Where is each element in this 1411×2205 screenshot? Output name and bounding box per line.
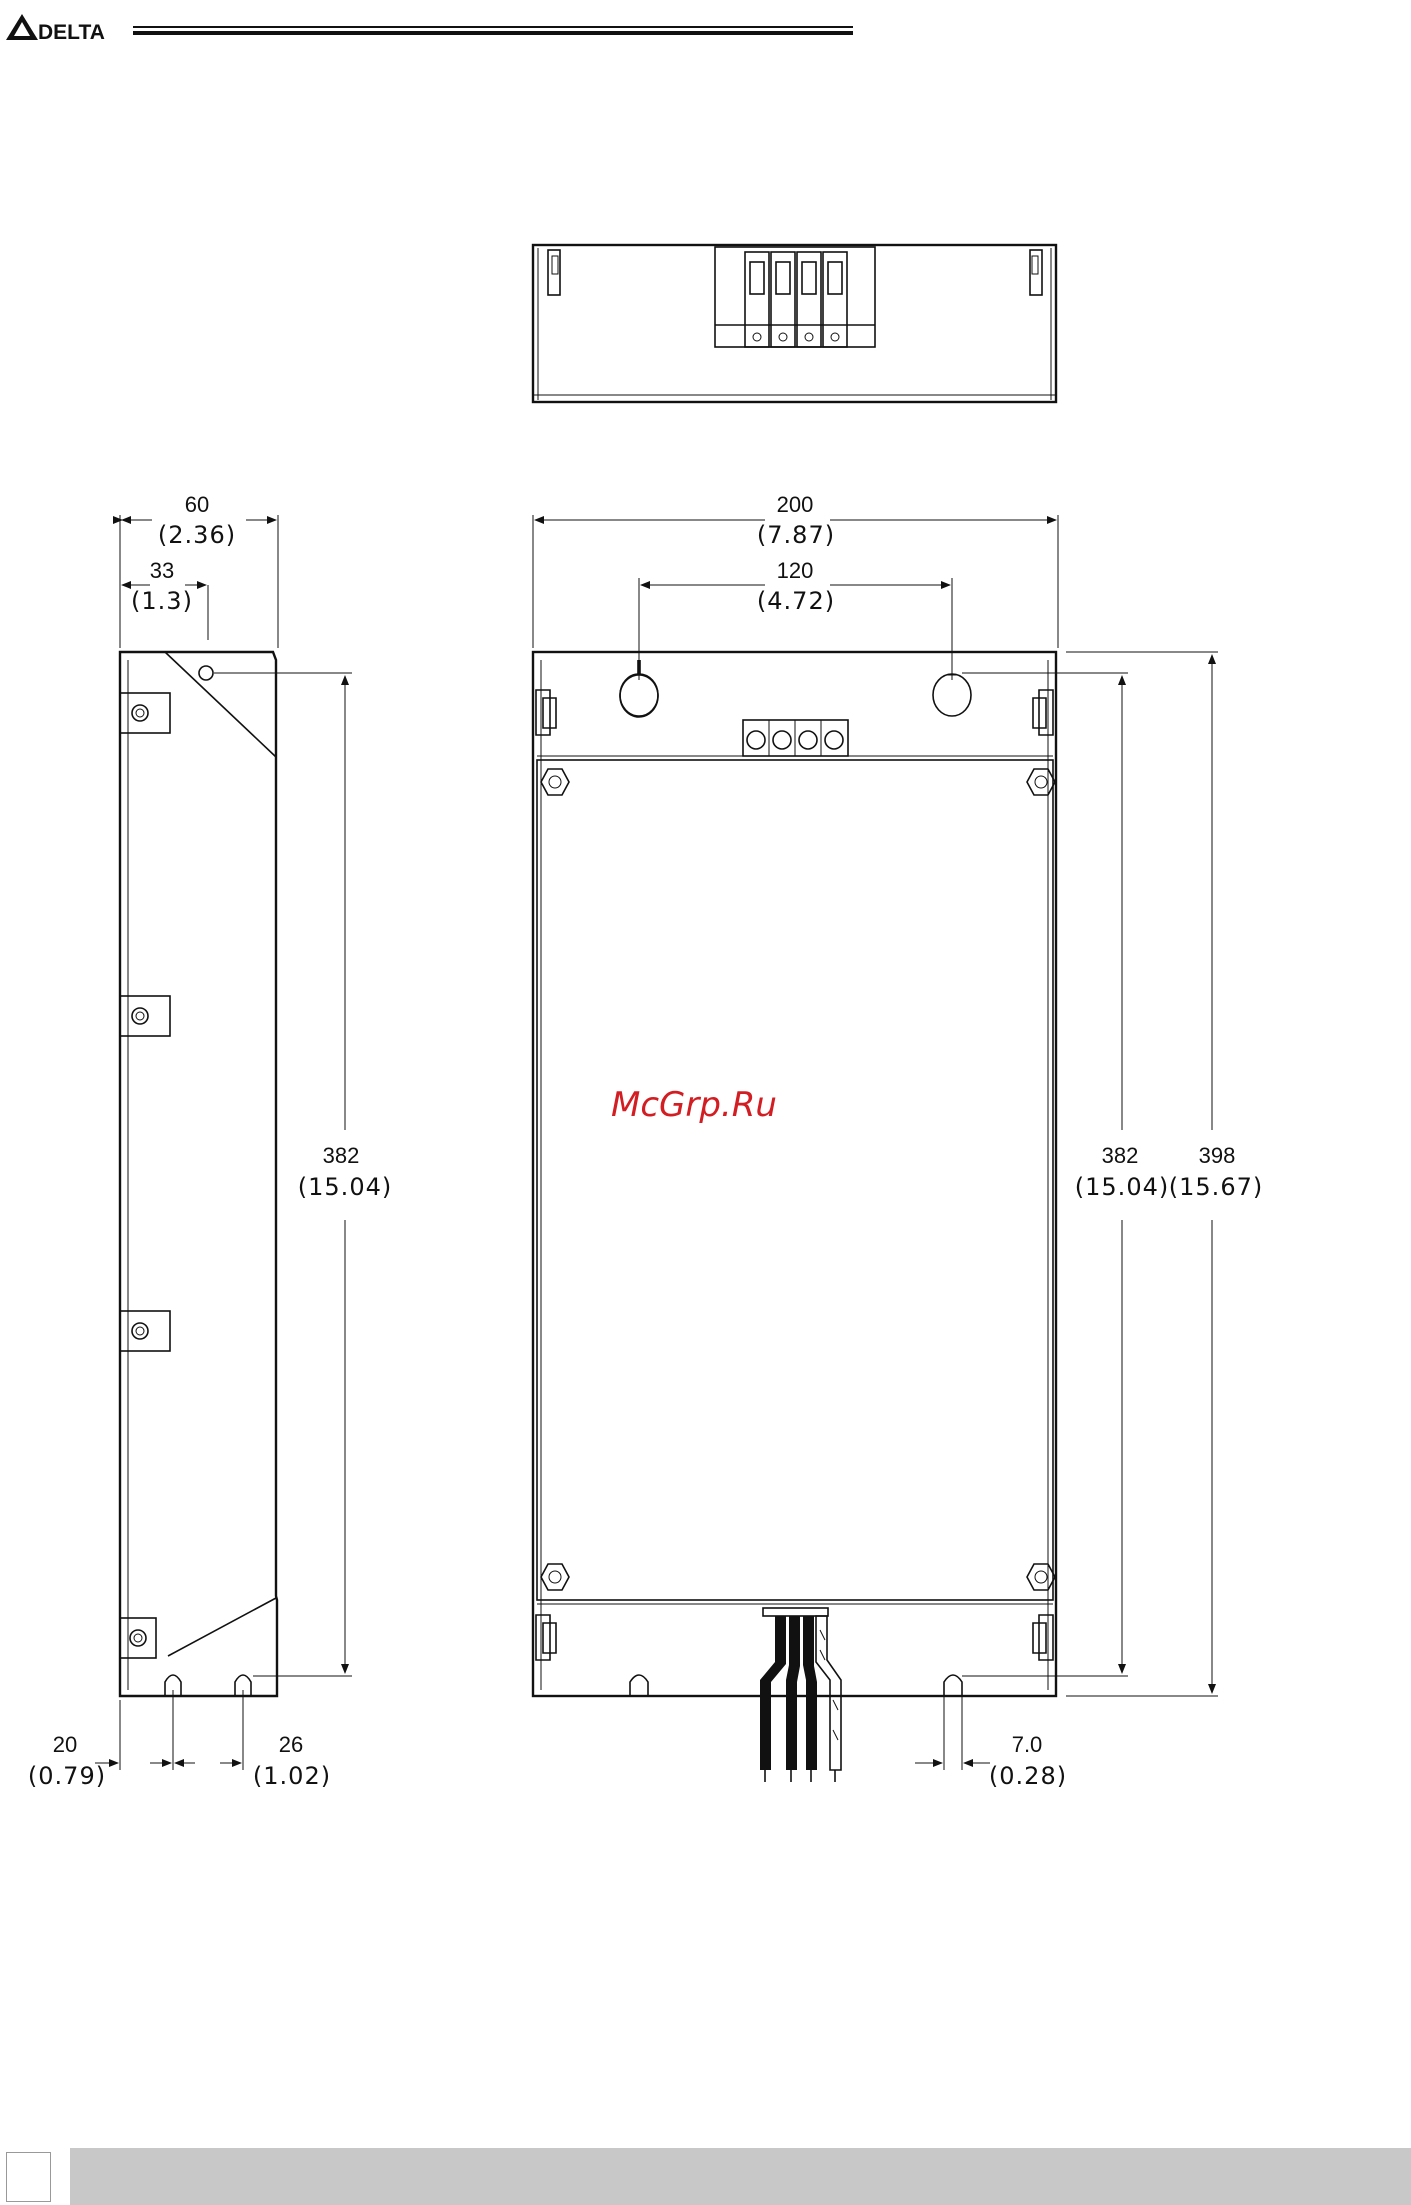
page-number-box	[6, 2152, 51, 2202]
front-clip	[1033, 1615, 1053, 1660]
slot1-mm: 20	[53, 1732, 77, 1757]
front-clip	[536, 690, 556, 735]
watermark: McGrp.Ru	[611, 1085, 777, 1125]
mount-height-mm: 382	[1102, 1143, 1139, 1168]
slot-width-mm: 7.0	[1012, 1732, 1043, 1757]
side-offset-mm: 33	[150, 558, 174, 583]
side-height-mm: 382	[323, 1143, 360, 1168]
brand-name: DELTA	[38, 21, 105, 44]
side-clip	[120, 1618, 156, 1658]
header-rule	[133, 27, 853, 33]
delta-logo: DELTA	[6, 14, 105, 44]
hole-spacing-mm: 120	[777, 558, 814, 583]
footer-bar	[70, 2148, 1411, 2205]
side-width-in: (2.36)	[158, 521, 236, 549]
hex-nut	[541, 769, 569, 795]
total-height-in: (15.67)	[1169, 1173, 1263, 1201]
front-width-mm: 200	[777, 492, 814, 517]
hex-nut	[1027, 1564, 1055, 1590]
hex-nut	[1027, 769, 1055, 795]
terminal-block-front	[743, 720, 848, 756]
slot2-mm: 26	[279, 1732, 303, 1757]
mount-height-in: (15.04)	[1075, 1173, 1169, 1201]
slot2-in: (1.02)	[253, 1762, 331, 1790]
side-width-mm: 60	[185, 492, 209, 517]
front-width-in: (7.87)	[757, 521, 835, 549]
front-clip	[1033, 690, 1053, 735]
mounting-hole-right	[933, 670, 971, 716]
hex-nut	[541, 1564, 569, 1590]
side-height-in: (15.04)	[298, 1173, 392, 1201]
front-clip	[536, 1615, 556, 1660]
terminal-block-top	[745, 252, 847, 347]
slot1-in: (0.79)	[28, 1762, 106, 1790]
top-view	[533, 245, 1056, 402]
slot-width-in: (0.28)	[989, 1762, 1067, 1790]
side-offset-in: (1.3)	[131, 587, 193, 615]
total-height-mm: 398	[1199, 1143, 1236, 1168]
hole-spacing-in: (4.72)	[757, 587, 835, 615]
side-view: 60 (2.36) 33 (1.3) 382 (15.04) 20 (0.79)…	[28, 492, 392, 1790]
front-view: 200 (7.87) 120 (4.72) 382 (15.04) 398 (1…	[533, 492, 1263, 1790]
